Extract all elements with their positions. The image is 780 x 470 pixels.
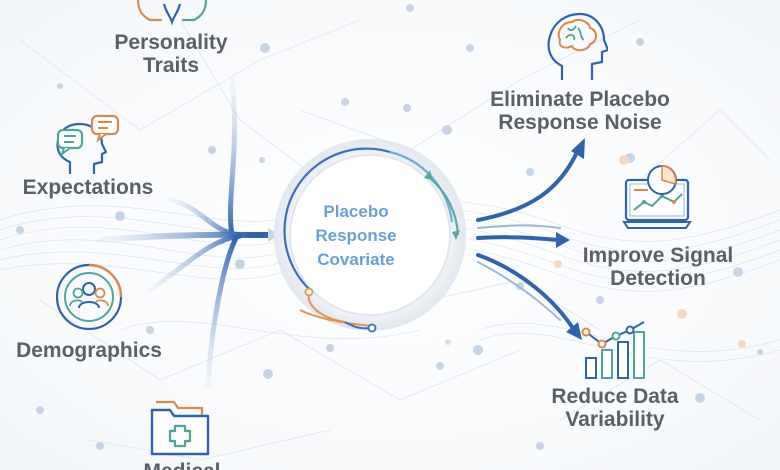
medical-folder-icon — [150, 400, 210, 456]
people-circle-icon — [55, 263, 123, 331]
input-flows — [97, 77, 271, 388]
center-title: Placebo Response Covariate — [300, 200, 412, 272]
label-improve-signal-detection: Improve Signal Detection — [566, 244, 750, 290]
arrowhead-variability — [566, 322, 582, 340]
monitor-chart-icon — [622, 165, 692, 229]
flow-eliminate-noise — [476, 148, 580, 222]
head-speech-bubbles-icon — [56, 114, 120, 174]
bar-chart-trend-icon — [581, 321, 645, 379]
arrowhead-signal — [556, 232, 570, 248]
output-flows — [476, 148, 580, 332]
label-line: Reduce Data — [551, 385, 679, 408]
label-line: Medical — [124, 460, 240, 470]
label-eliminate-placebo-noise: Eliminate Placebo Response Noise — [470, 88, 690, 134]
label-reduce-data-variability: Reduce Data Variability — [530, 385, 700, 431]
center-line: Response — [315, 226, 397, 245]
label-medical: Medical — [124, 460, 240, 470]
label-expectations: Expectations — [6, 176, 170, 199]
label-line: Response Noise — [498, 111, 662, 134]
flow-signal-detection — [476, 235, 560, 242]
flow-reduce-variability — [476, 253, 576, 332]
label-line: Improve Signal — [582, 244, 734, 267]
flow-medical — [205, 235, 239, 388]
brain-head-icon — [547, 12, 608, 80]
flow-main-in — [97, 231, 253, 243]
accent-dots — [445, 155, 746, 348]
center-line: Placebo — [323, 202, 389, 221]
network-lines — [19, 19, 771, 461]
arrowhead-eliminate — [571, 138, 585, 159]
label-demographics: Demographics — [2, 339, 176, 362]
label-line: Variability — [565, 408, 665, 431]
label-line: Traits — [142, 54, 200, 77]
label-line: Detection — [610, 267, 706, 290]
label-line: Personality — [114, 31, 228, 54]
center-ring — [274, 139, 466, 333]
head-profile-icon — [136, 0, 208, 26]
center-line: Covariate — [317, 250, 395, 269]
label-line: Demographics — [16, 339, 162, 362]
label-line: Expectations — [22, 176, 154, 199]
flow-personality — [227, 77, 238, 238]
network-dots — [16, 4, 763, 450]
label-line: Eliminate Placebo — [490, 88, 670, 111]
flow-demographics — [147, 233, 243, 293]
label-personality-traits: Personality Traits — [96, 31, 246, 77]
